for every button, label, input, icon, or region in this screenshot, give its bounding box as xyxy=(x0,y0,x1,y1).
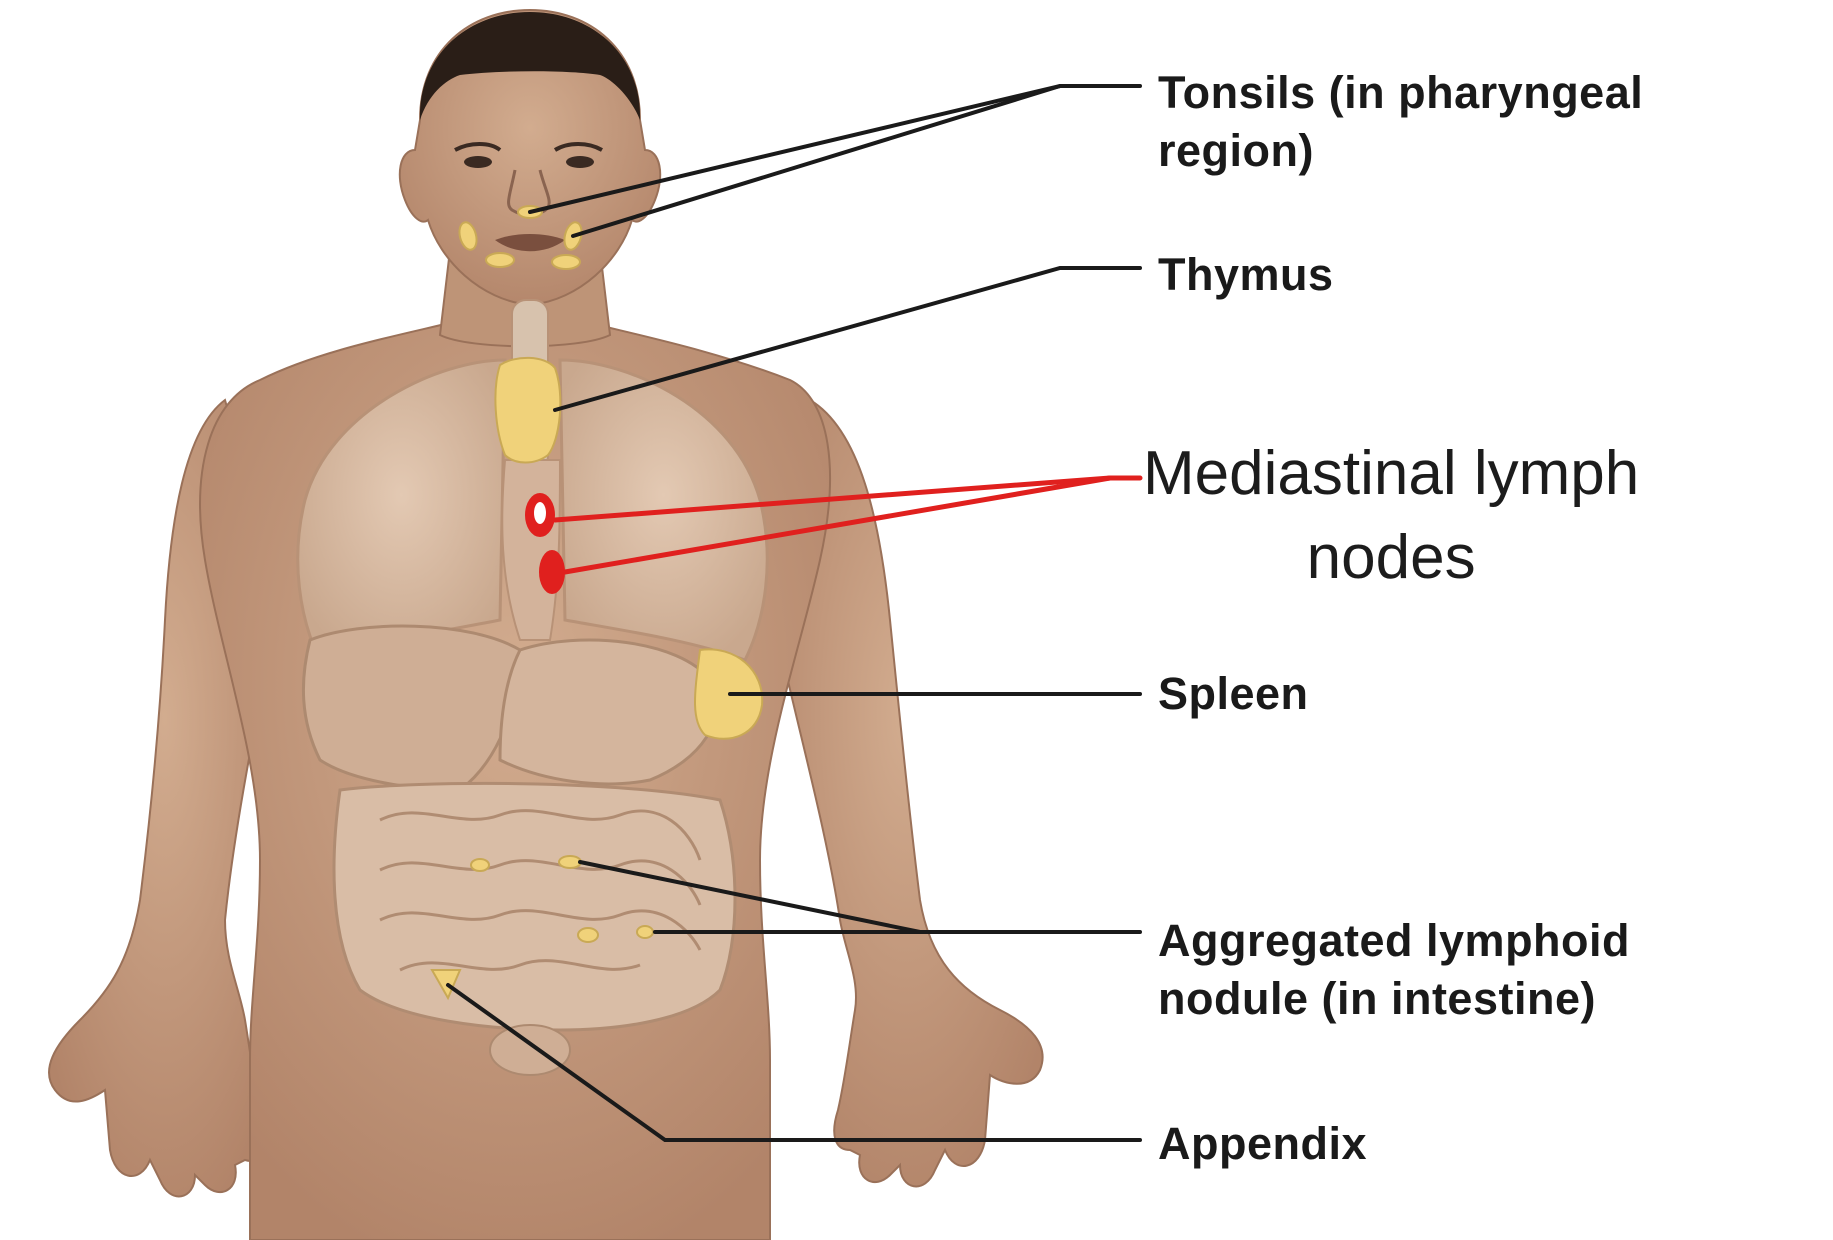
label-spleen-text: Spleen xyxy=(1158,665,1309,723)
label-mediastinal: Mediastinal lymph nodes xyxy=(1143,432,1639,600)
label-spleen: Spleen xyxy=(1158,665,1309,723)
label-mediastinal-line2: nodes xyxy=(1143,516,1639,600)
label-aggregated-line2: nodule (in intestine) xyxy=(1158,970,1630,1028)
label-tonsils: Tonsils (in pharyngeal region) xyxy=(1158,64,1643,180)
label-appendix: Appendix xyxy=(1158,1115,1367,1173)
label-tonsils-line2: region) xyxy=(1158,122,1643,180)
label-aggregated-line1: Aggregated lymphoid xyxy=(1158,912,1630,970)
label-thymus: Thymus xyxy=(1158,246,1334,304)
label-tonsils-line1: Tonsils (in pharyngeal xyxy=(1158,64,1643,122)
label-mediastinal-line1: Mediastinal lymph xyxy=(1143,432,1639,516)
label-thymus-text: Thymus xyxy=(1158,246,1334,304)
label-appendix-text: Appendix xyxy=(1158,1115,1367,1173)
label-aggregated: Aggregated lymphoid nodule (in intestine… xyxy=(1158,912,1630,1028)
thymus-gland xyxy=(495,358,560,463)
